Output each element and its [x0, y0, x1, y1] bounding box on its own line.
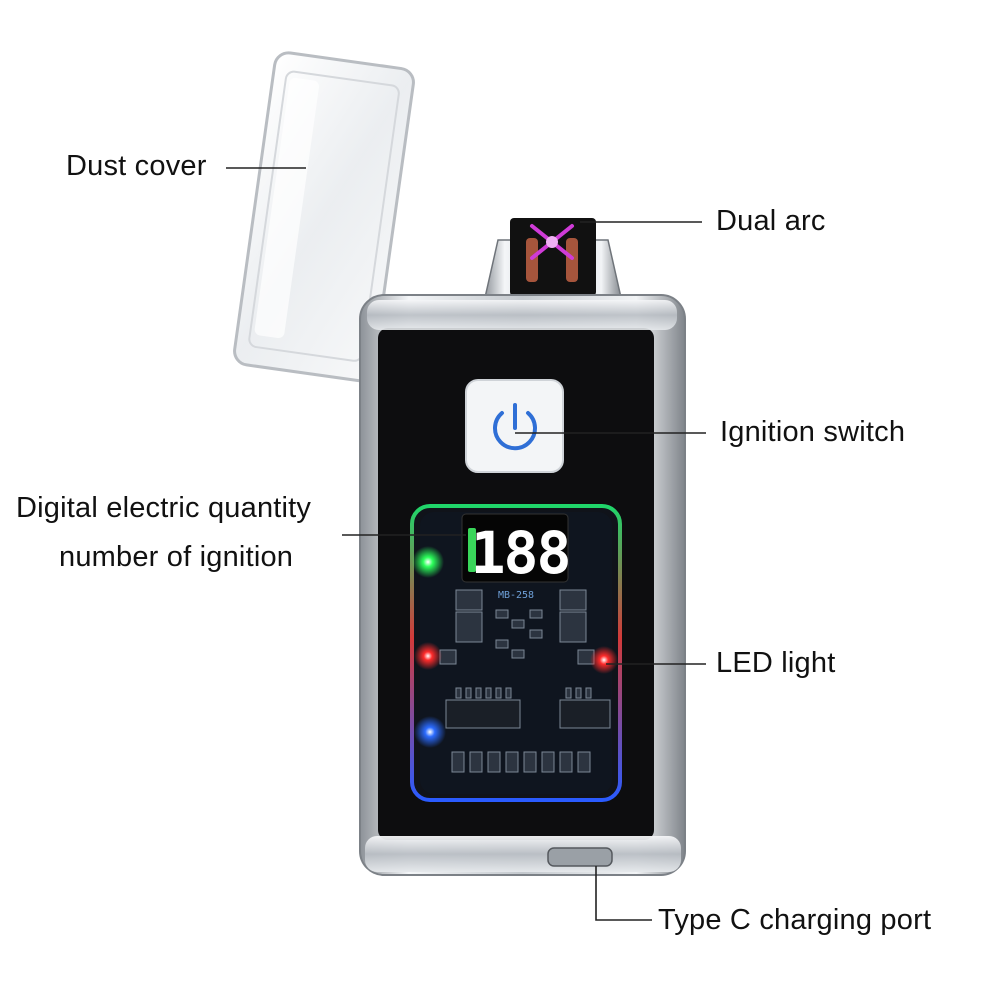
board-marking: MB-258: [498, 590, 534, 601]
ignition-count-digits: 188: [471, 519, 570, 587]
led-light-blue: [414, 716, 446, 748]
label-dual-arc: Dual arc: [716, 205, 826, 237]
dual-arc-head: [483, 218, 623, 303]
digital-display: 188: [461, 513, 571, 587]
circuit-components: [439, 589, 611, 773]
led-light-red-left: [414, 642, 442, 670]
label-digital-line1: Digital electric quantity: [16, 492, 312, 524]
dust-cover: [233, 51, 415, 383]
leader-lines: [226, 167, 706, 921]
led-light-green: [412, 546, 444, 578]
label-dust-cover: Dust cover: [66, 150, 207, 182]
led-light-red-right: [590, 646, 618, 674]
label-ignition-switch: Ignition switch: [720, 416, 906, 448]
ignition-switch-button[interactable]: [465, 379, 564, 473]
label-type-c: Type C charging port: [658, 904, 932, 936]
label-led-light: LED light: [716, 647, 836, 679]
circuit-window: 188 MB-258: [410, 504, 622, 802]
power-icon: [493, 403, 537, 451]
label-digital-line2: number of ignition: [59, 541, 294, 573]
battery-indicator: [468, 528, 476, 572]
type-c-port: [547, 847, 613, 867]
leader-type-c: [595, 866, 652, 921]
